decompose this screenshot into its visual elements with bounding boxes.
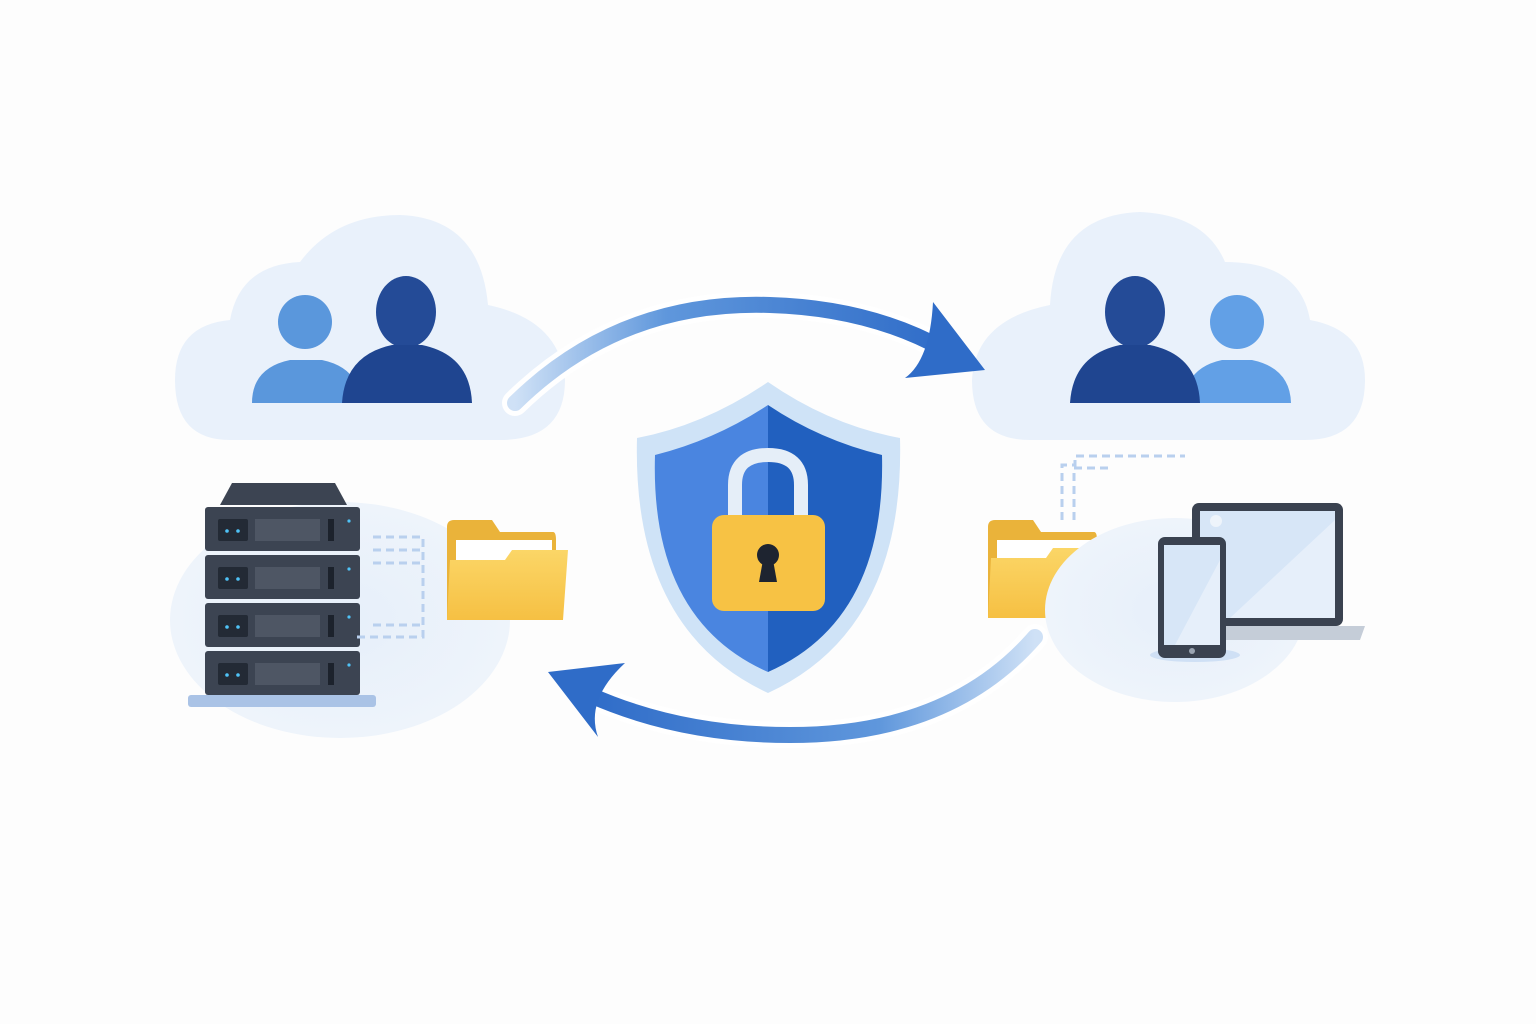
server-rack-icon xyxy=(188,483,376,707)
person-dark-icon xyxy=(376,276,436,348)
users-cloud-left-icon xyxy=(175,215,565,440)
sync-arrow-top-icon xyxy=(502,291,985,416)
users-cloud-right-icon xyxy=(972,212,1365,440)
folder-left-icon xyxy=(447,520,568,620)
person-light-icon xyxy=(1210,295,1264,349)
shield-lock-icon xyxy=(636,382,901,693)
person-light-icon xyxy=(278,295,332,349)
sync-arrow-bottom-icon xyxy=(548,624,1048,749)
person-dark-icon xyxy=(1105,276,1165,348)
tablet-icon xyxy=(1150,537,1240,662)
dashed-connector-right xyxy=(1060,454,1185,520)
dashed-connector-left xyxy=(355,535,425,639)
